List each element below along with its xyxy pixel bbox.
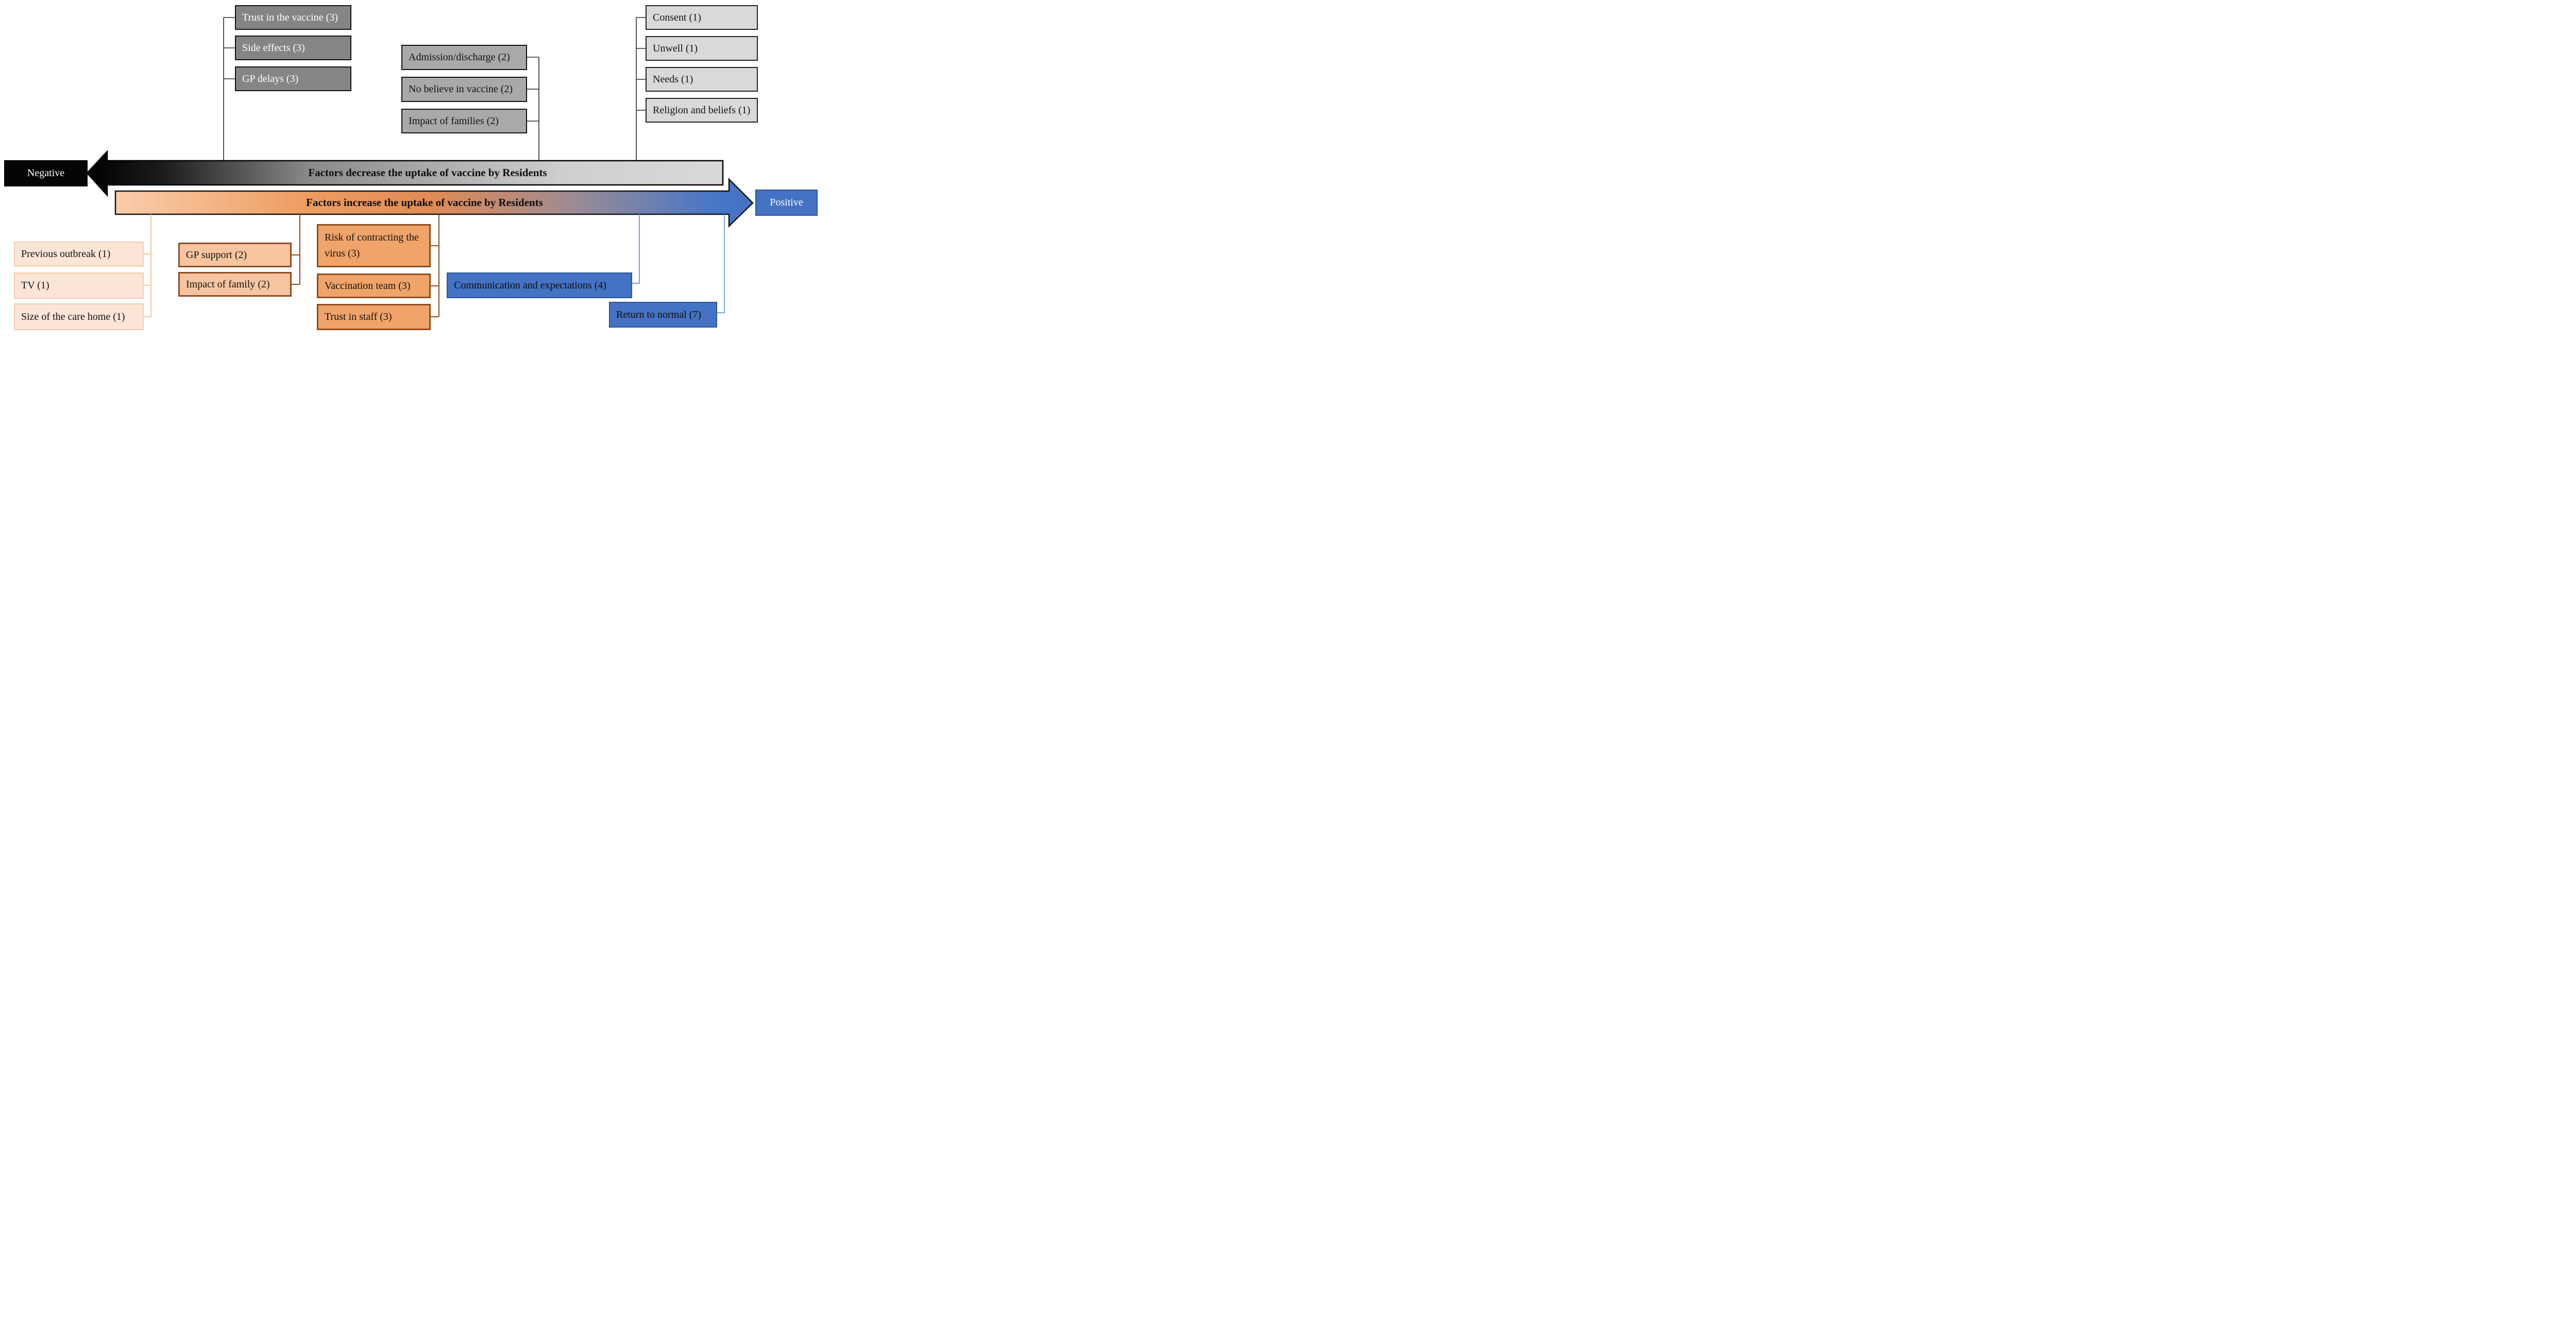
vaccine-uptake-factors-diagram: Negative Positive Factors decrease the u…	[0, 0, 824, 334]
factor-label: GP support (2)	[186, 249, 247, 261]
positive-label: Positive	[770, 197, 803, 208]
factor-box-gp-support: GP support (2)	[178, 243, 292, 267]
factor-label: Impact of family (2)	[186, 278, 270, 290]
connector-positive-moderate-group	[292, 214, 300, 285]
factor-box-impact-of-families: Impact of families (2)	[401, 109, 527, 133]
factor-label: Unwell (1)	[653, 42, 698, 54]
factor-box-risk-of-contracting-the-virus: Risk of contracting the virus (3)	[317, 224, 431, 267]
positive-endcap: Positive	[755, 190, 818, 216]
factor-label: Impact of families (2)	[409, 115, 499, 127]
factor-label: Religion and beliefs (1)	[653, 104, 751, 116]
connector-positive-strong-group	[431, 214, 439, 317]
factor-label: Risk of contracting the virus (3)	[325, 232, 419, 259]
decrease-arrow-shape	[86, 149, 724, 197]
factor-label: TV (1)	[21, 280, 49, 291]
factor-box-admission-discharge: Admission/discharge (2)	[401, 45, 527, 70]
factor-box-tv: TV (1)	[14, 272, 144, 299]
factor-label: Consent (1)	[653, 11, 701, 23]
connector-negative-weak-group	[636, 17, 646, 160]
connector-negative-strong-group	[223, 17, 235, 160]
factor-label: Needs (1)	[653, 73, 693, 85]
negative-label: Negative	[27, 167, 65, 179]
factor-box-no-believe-in-vaccine: No believe in vaccine (2)	[401, 77, 527, 102]
factor-box-trust-in-the-vaccine: Trust in the vaccine (3)	[235, 5, 351, 30]
factor-box-religion-and-beliefs: Religion and beliefs (1)	[646, 98, 758, 123]
factor-label: No believe in vaccine (2)	[409, 83, 513, 95]
factor-box-consent: Consent (1)	[646, 5, 758, 30]
factor-box-size-of-the-care-home: Size of the care home (1)	[14, 303, 144, 330]
factor-box-needs: Needs (1)	[646, 67, 758, 92]
negative-endcap: Negative	[4, 160, 88, 186]
connector-communication-box	[632, 214, 640, 284]
diagram-lines-layer	[86, 17, 754, 317]
factor-box-vaccination-team: Vaccination team (3)	[317, 273, 431, 298]
factor-box-communication-and-expectations: Communication and expectations (4)	[447, 272, 632, 298]
factor-label: Size of the care home (1)	[21, 311, 125, 322]
connector-return-to-normal-box	[717, 214, 725, 313]
factor-box-return-to-normal: Return to normal (7)	[609, 302, 717, 328]
factor-box-gp-delays: GP delays (3)	[235, 66, 351, 91]
factor-label: GP delays (3)	[242, 73, 299, 84]
factor-label: Trust in the vaccine (3)	[242, 11, 338, 23]
factor-box-previous-outbreak: Previous outbreak (1)	[14, 242, 144, 267]
factor-label: Trust in staff (3)	[325, 311, 392, 322]
factor-label: Admission/discharge (2)	[409, 52, 510, 63]
connector-positive-weak-group	[144, 214, 151, 317]
factor-box-side-effects: Side effects (3)	[235, 36, 351, 60]
factor-box-trust-in-staff: Trust in staff (3)	[317, 304, 431, 330]
connector-negative-moderate-group	[527, 57, 539, 160]
increase-arrow-shape	[114, 177, 754, 228]
factor-box-impact-of-family: Impact of family (2)	[178, 272, 292, 297]
factor-label: Vaccination team (3)	[325, 280, 411, 292]
factor-box-unwell: Unwell (1)	[646, 36, 758, 61]
factor-label: Side effects (3)	[242, 42, 305, 54]
factor-label: Communication and expectations (4)	[454, 279, 607, 291]
factor-label: Previous outbreak (1)	[21, 248, 111, 260]
factor-label: Return to normal (7)	[616, 309, 701, 320]
